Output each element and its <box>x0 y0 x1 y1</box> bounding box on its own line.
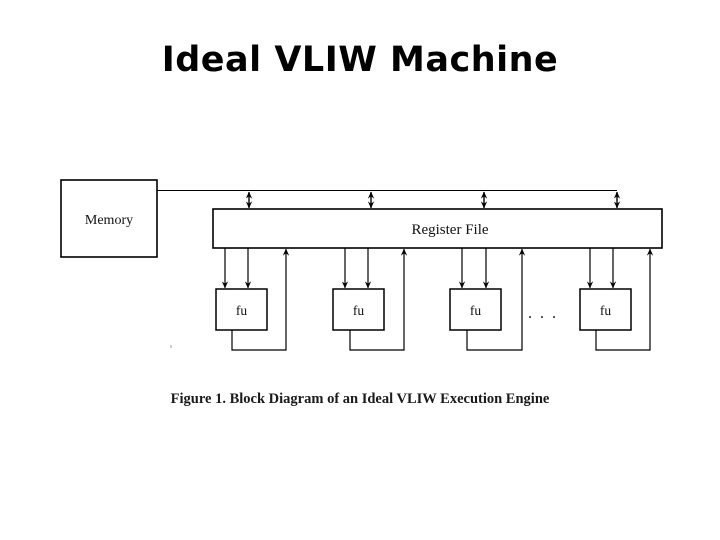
functional-unit-3: fu <box>449 248 526 351</box>
memory-box <box>60 179 158 258</box>
memory-block: Memory <box>60 179 158 258</box>
figure-caption: Figure 1. Block Diagram of an Ideal VLIW… <box>170 391 550 407</box>
register-file-label: Register File <box>411 222 488 238</box>
vliw-block-diagram: Memory <box>0 150 720 430</box>
ellipsis-label: . . . <box>528 305 558 322</box>
fu3-box <box>449 288 502 331</box>
memory-label: Memory <box>85 213 133 228</box>
fu2-label: fu <box>353 303 364 318</box>
register-file-box <box>212 208 663 249</box>
fu2-box <box>332 288 385 331</box>
fu4-box <box>579 288 632 331</box>
fu1-label: fu <box>236 303 247 318</box>
page-title: Ideal VLIW Machine <box>161 40 559 80</box>
diagram-svg: Memory <box>60 179 663 351</box>
functional-unit-1: fu <box>215 248 290 351</box>
fu3-output-path <box>466 248 526 351</box>
functional-unit-4: fu <box>579 248 654 351</box>
fu1-output-path <box>231 248 290 351</box>
fu3-label: fu <box>470 303 481 318</box>
memory-bus <box>157 189 621 209</box>
fu4-label: fu <box>600 303 611 318</box>
scan-artifact <box>170 345 172 348</box>
functional-unit-2: fu <box>332 248 408 351</box>
register-file-block: Register File <box>212 208 663 249</box>
fu1-box <box>215 288 268 331</box>
fu4-output-path <box>595 248 654 351</box>
fu2-output-path <box>349 248 408 351</box>
